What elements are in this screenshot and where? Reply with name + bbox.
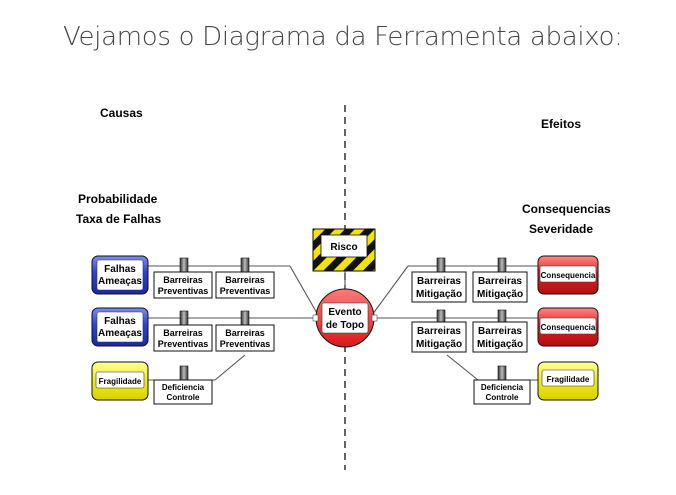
svg-text:Falhas: Falhas bbox=[104, 264, 136, 275]
consequencia-box-2: Consequencia bbox=[537, 307, 599, 347]
svg-text:Controle: Controle bbox=[167, 393, 200, 402]
efeitos-label: Efeitos bbox=[541, 117, 581, 131]
svg-text:Deficiencia: Deficiencia bbox=[481, 383, 524, 392]
fragilidade-box-right: Fragilidade bbox=[537, 361, 599, 401]
barreira-mitigacao-2b: Barreiras Mitigação bbox=[472, 309, 528, 353]
falhas-ameacas-box-1: Falhas Ameaças bbox=[91, 255, 149, 295]
consequencias-label: Consequencias bbox=[522, 202, 611, 216]
barreira-mitigacao-1a: Barreiras Mitigação bbox=[411, 257, 467, 303]
evento-de-topo: Evento de Topo bbox=[312, 288, 378, 348]
svg-text:Barreiras: Barreiras bbox=[417, 276, 461, 287]
barreira-mitigacao-2a: Barreiras Mitigação bbox=[411, 309, 467, 353]
svg-text:Barreiras: Barreiras bbox=[478, 326, 522, 337]
consequencia-box-1: Consequencia bbox=[537, 255, 599, 295]
svg-text:Barreiras: Barreiras bbox=[417, 326, 461, 337]
svg-text:Deficiencia: Deficiencia bbox=[162, 383, 205, 392]
svg-text:Controle: Controle bbox=[486, 393, 519, 402]
svg-text:Barreiras: Barreiras bbox=[163, 328, 203, 338]
svg-text:Consequencia: Consequencia bbox=[541, 271, 596, 280]
svg-text:Evento: Evento bbox=[328, 307, 361, 318]
svg-text:Barreiras: Barreiras bbox=[225, 275, 265, 285]
svg-text:Ameaças: Ameaças bbox=[98, 276, 142, 287]
barreira-preventiva-1a: Barreiras Preventivas bbox=[153, 257, 213, 299]
svg-text:Fragilidade: Fragilidade bbox=[99, 377, 142, 386]
svg-text:Preventivas: Preventivas bbox=[158, 286, 209, 296]
svg-text:Barreiras: Barreiras bbox=[225, 328, 265, 338]
svg-text:Fragilidade: Fragilidade bbox=[547, 375, 590, 384]
svg-text:Preventivas: Preventivas bbox=[220, 286, 271, 296]
svg-text:Mitigação: Mitigação bbox=[477, 289, 523, 300]
svg-text:Preventivas: Preventivas bbox=[158, 339, 209, 349]
svg-text:Ameaças: Ameaças bbox=[98, 328, 142, 339]
falhas-ameacas-box-2: Falhas Ameaças bbox=[91, 307, 149, 347]
svg-text:Mitigação: Mitigação bbox=[416, 289, 462, 300]
svg-text:de Topo: de Topo bbox=[326, 320, 364, 331]
causas-label: Causas bbox=[100, 106, 143, 120]
severidade-label: Severidade bbox=[529, 222, 593, 236]
svg-text:Consequencia: Consequencia bbox=[541, 323, 596, 332]
deficiencia-controle-right: Deficiencia Controle bbox=[473, 365, 531, 405]
barreira-preventiva-2a: Barreiras Preventivas bbox=[153, 310, 213, 352]
page-title: Vejamos o Diagrama da Ferramenta abaixo: bbox=[63, 22, 623, 52]
barreira-preventiva-2b: Barreiras Preventivas bbox=[215, 310, 275, 352]
svg-text:Mitigação: Mitigação bbox=[477, 339, 523, 350]
svg-text:Preventivas: Preventivas bbox=[220, 339, 271, 349]
fragilidade-box-left: Fragilidade bbox=[91, 361, 149, 401]
probabilidade-label: Probabilidade bbox=[78, 192, 158, 206]
deficiencia-controle-left: Deficiencia Controle bbox=[153, 365, 213, 405]
barreira-mitigacao-1b: Barreiras Mitigação bbox=[472, 257, 528, 303]
taxa-falhas-label: Taxa de Falhas bbox=[76, 212, 161, 226]
svg-text:Mitigação: Mitigação bbox=[416, 339, 462, 350]
barreira-preventiva-1b: Barreiras Preventivas bbox=[215, 257, 275, 299]
svg-text:Barreiras: Barreiras bbox=[163, 275, 203, 285]
svg-text:Risco: Risco bbox=[330, 242, 357, 253]
risco-hazard-box: Risco bbox=[312, 228, 376, 272]
svg-text:Barreiras: Barreiras bbox=[478, 276, 522, 287]
svg-text:Falhas: Falhas bbox=[104, 316, 136, 327]
